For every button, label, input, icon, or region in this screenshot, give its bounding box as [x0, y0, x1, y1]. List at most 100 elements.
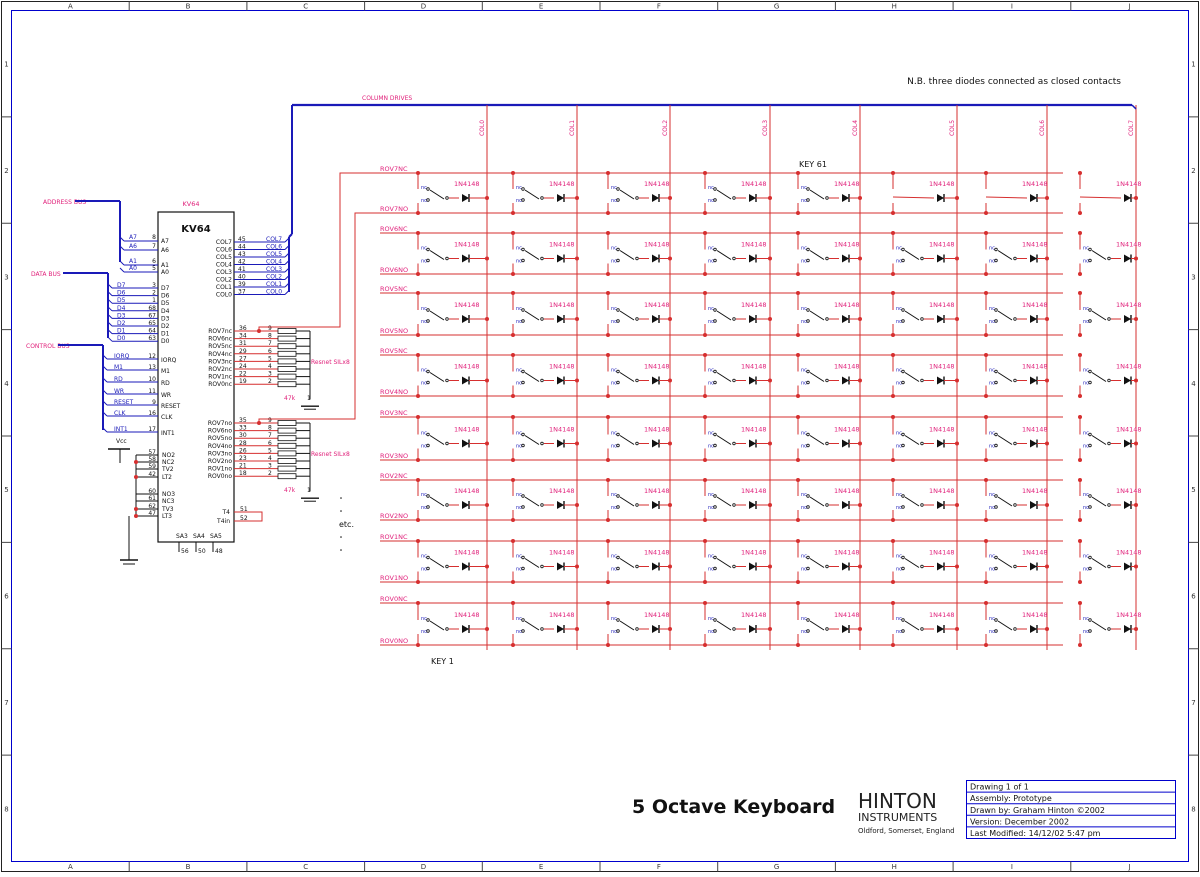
column-label: COL4: [852, 120, 859, 136]
junction-dot: [134, 507, 138, 511]
pin-name: COL5: [216, 254, 232, 261]
switch-lever: [809, 620, 825, 631]
row-junction: [796, 478, 800, 482]
switch-no-text: no: [896, 319, 902, 325]
switch-contact: [920, 441, 924, 446]
pin-number: 13: [148, 364, 156, 371]
resnet-common-pin: 1: [307, 395, 311, 402]
switch-nc-text: nc: [708, 368, 714, 374]
row-junction: [606, 601, 610, 605]
switch-nc-text: nc: [611, 616, 617, 622]
diode-body: [557, 315, 564, 323]
vcc-label: Vcc: [116, 438, 127, 445]
switch-contact: [825, 627, 829, 631]
column-junction: [575, 196, 579, 200]
diode-label: 1N4148: [644, 549, 670, 557]
switch-contact: [901, 629, 905, 633]
border-row-label: 8: [4, 805, 8, 813]
row-junction: [984, 211, 988, 215]
column-junction: [955, 503, 959, 507]
switch-nc-text: nc: [421, 368, 427, 374]
diode-label: 1N4148: [929, 363, 955, 371]
column-label: COL6: [1039, 120, 1046, 136]
row-junction: [703, 171, 707, 175]
switch-lever: [429, 620, 445, 631]
diode-label: 1N4148: [929, 180, 955, 188]
diode-body: [842, 562, 849, 571]
bus-entry: [102, 411, 108, 417]
column-junction: [955, 196, 959, 200]
switch-contact: [1013, 503, 1017, 507]
switch-contact: [806, 308, 810, 312]
border-col-label: H: [892, 3, 897, 11]
row-junction: [1078, 394, 1082, 398]
switch-contact: [901, 566, 905, 571]
switch-contact: [713, 198, 717, 202]
company-sub: INSTRUMENTS: [858, 811, 937, 824]
resistor: [277, 350, 297, 357]
switch-contact: [1013, 378, 1017, 383]
switch-nc-text: nc: [989, 431, 995, 437]
junction-dot: [134, 514, 138, 518]
diode-label: 1N4148: [454, 487, 480, 495]
switch-contact: [616, 258, 620, 263]
pin-name: NO3: [162, 491, 175, 498]
resnet-value: 47k: [284, 487, 296, 494]
row-junction: [511, 580, 515, 584]
row-junction: [984, 415, 988, 419]
switch-contact: [806, 187, 810, 191]
row-junction: [703, 333, 707, 337]
switch-lever: [429, 372, 445, 382]
switch-contact: [521, 308, 525, 312]
switch-contact: [521, 247, 525, 252]
row-junction: [891, 601, 895, 605]
row-junction: [606, 333, 610, 337]
switch-contact: [426, 443, 430, 448]
row-junction: [416, 415, 420, 419]
switch-contact: [806, 494, 810, 498]
info-line: Last Modified: 14/12/02 5:47 pm: [970, 829, 1101, 838]
switch-no-text: no: [801, 567, 807, 573]
diode-body: [842, 254, 849, 263]
resistor: [277, 427, 297, 434]
pin-name: D1: [161, 331, 170, 338]
row-junction: [511, 643, 515, 647]
switch-contact: [920, 256, 924, 261]
resnet-pin-number: 2: [268, 378, 272, 385]
data-bus-label: DATA BUS: [31, 271, 61, 278]
border-col-label: G: [774, 863, 779, 871]
switch-contact: [713, 494, 717, 498]
row-junction: [891, 478, 895, 482]
bus-entry: [107, 314, 113, 319]
pin-net-label: A1: [129, 258, 137, 265]
switch-contact: [426, 505, 430, 509]
row-junction: [703, 478, 707, 482]
switch-contact: [521, 380, 525, 385]
pin-name: NC3: [162, 498, 175, 505]
switch-contact: [616, 187, 620, 191]
switch-no-text: no: [1083, 567, 1089, 573]
diode-label: 1N4148: [1116, 301, 1142, 309]
switch-lever: [997, 496, 1013, 507]
row-junction: [606, 458, 610, 462]
diode-label: 1N4148: [549, 487, 575, 495]
switch-contact: [635, 627, 639, 631]
switch-lever: [716, 558, 732, 568]
drawing-title: 5 Octave Keyboard: [632, 796, 835, 818]
pin-name: ROV3no: [208, 450, 233, 457]
diode-label: 1N4148: [454, 426, 480, 434]
diode-label: 1N4148: [741, 301, 767, 309]
switch-nc-text: nc: [1083, 616, 1089, 622]
resnet-pin-number: 5: [268, 447, 272, 454]
pin-name: ROV4nc: [208, 351, 232, 358]
row-junction: [511, 333, 515, 337]
resnet-pin-number: 7: [268, 432, 272, 439]
row-junction: [606, 353, 610, 357]
row-junction: [984, 394, 988, 398]
row-junction: [984, 272, 988, 276]
row-junction: [796, 353, 800, 357]
switch-no-text: no: [708, 381, 714, 387]
switch-lever: [1091, 620, 1107, 631]
column-junction: [1134, 564, 1138, 569]
row-junction: [796, 518, 800, 522]
